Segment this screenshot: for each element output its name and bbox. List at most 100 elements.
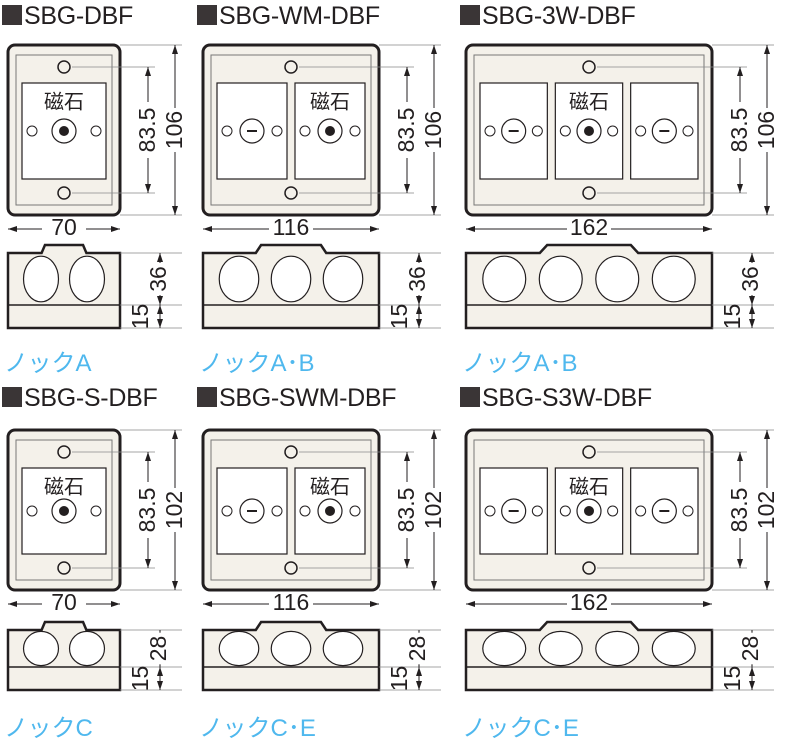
width-dimension-arrowhead bbox=[203, 226, 212, 232]
label-bg bbox=[42, 592, 86, 616]
top-screw-hole bbox=[582, 60, 596, 74]
height-dimension-arrowhead bbox=[764, 581, 770, 590]
screw-hole bbox=[484, 505, 496, 517]
pitch-dimension-arrowhead bbox=[145, 67, 151, 76]
width-dimension-arrowhead bbox=[370, 601, 379, 607]
screw-hole bbox=[635, 125, 647, 137]
depth-lower-value: 15 bbox=[719, 666, 745, 692]
pitch-dimension-arrowhead bbox=[145, 559, 151, 568]
screw-hole bbox=[26, 505, 38, 517]
box-inner-frame bbox=[210, 439, 372, 581]
screw-hole bbox=[607, 125, 619, 137]
flange-dimension-arrowhead bbox=[749, 681, 755, 690]
knockout bbox=[595, 255, 640, 303]
top-screw-hole bbox=[57, 60, 71, 74]
label-bg bbox=[138, 102, 158, 158]
flange-dimension-arrowhead bbox=[157, 667, 163, 676]
box-side-view bbox=[464, 243, 714, 330]
label-bg bbox=[567, 217, 611, 241]
screw-hole bbox=[682, 505, 694, 517]
magnet-icon bbox=[584, 126, 594, 136]
magnet-icon bbox=[584, 506, 594, 516]
screw-hole bbox=[90, 125, 102, 137]
knock-label: ノックA bbox=[4, 350, 92, 377]
box-top-view bbox=[6, 43, 122, 217]
flange-dimension-arrowhead bbox=[416, 681, 422, 690]
box-side-view bbox=[201, 620, 381, 692]
screw-hole bbox=[635, 505, 647, 517]
label-bg bbox=[269, 592, 313, 616]
magnet-label: 磁石 bbox=[569, 90, 609, 114]
box-inner-frame bbox=[473, 439, 705, 581]
pitch-dimension-arrowhead bbox=[737, 184, 743, 193]
bottom-screw-hole bbox=[284, 186, 298, 200]
pitch-dimension-arrowhead bbox=[404, 452, 410, 461]
label-bg bbox=[150, 632, 170, 665]
height-dimension-arrowhead bbox=[172, 45, 178, 54]
screw-hole bbox=[271, 505, 283, 517]
label-bg bbox=[742, 632, 762, 665]
width-value: 70 bbox=[51, 589, 77, 615]
knock-label: ノックC･E bbox=[462, 715, 579, 742]
knockout bbox=[538, 255, 583, 303]
square-bullet-icon bbox=[197, 387, 217, 407]
width-dimension-arrowhead bbox=[466, 601, 475, 607]
label-bg bbox=[165, 108, 185, 152]
height-dimension-arrowhead bbox=[431, 206, 437, 215]
flange-dimension-arrowhead bbox=[157, 681, 163, 690]
model-title: SBG-DBF bbox=[2, 2, 133, 31]
label-bg bbox=[42, 217, 86, 241]
model-title: SBG-SWM-DBF bbox=[197, 384, 397, 413]
width-dimension-arrowhead bbox=[8, 226, 17, 232]
flange-dimension-arrowhead bbox=[749, 667, 755, 676]
pitch-dimension-arrowhead bbox=[145, 184, 151, 193]
height-dimension-arrowhead bbox=[172, 206, 178, 215]
pitch-value: 83.5 bbox=[134, 488, 160, 533]
label-bg bbox=[424, 488, 444, 532]
height-value: 102 bbox=[161, 491, 187, 529]
height-dimension-arrowhead bbox=[172, 430, 178, 439]
width-dimension-arrowhead bbox=[703, 226, 712, 232]
depth-upper-value: 28 bbox=[737, 636, 763, 662]
knock-label: ノックC bbox=[4, 715, 93, 742]
screw-hole bbox=[531, 505, 543, 517]
model-name: SBG-SWM-DBF bbox=[219, 384, 397, 412]
screw-hole bbox=[349, 125, 361, 137]
flange-dimension-arrowhead bbox=[416, 667, 422, 676]
box-inner-frame bbox=[210, 54, 372, 206]
knock-label: ノックC･E bbox=[199, 715, 316, 742]
magnet-label: 磁石 bbox=[569, 475, 609, 499]
height-value: 106 bbox=[753, 111, 779, 149]
width-dimension-arrowhead bbox=[203, 601, 212, 607]
pitch-value: 83.5 bbox=[393, 108, 419, 153]
knockout bbox=[270, 630, 312, 667]
side-outline bbox=[464, 243, 714, 330]
screw-hole bbox=[221, 505, 233, 517]
pitch-dimension-arrowhead bbox=[404, 67, 410, 76]
screw-hole bbox=[271, 125, 283, 137]
model-title: SBG-S3W-DBF bbox=[460, 384, 652, 413]
flange-dimension-arrowhead bbox=[749, 319, 755, 328]
depth-dimension-arrowhead bbox=[416, 296, 422, 305]
box-inner-frame bbox=[15, 439, 113, 581]
height-value: 102 bbox=[420, 491, 446, 529]
screw-hole bbox=[299, 505, 311, 517]
top-screw-hole bbox=[284, 60, 298, 74]
square-bullet-icon bbox=[460, 5, 480, 25]
height-dimension-arrowhead bbox=[431, 45, 437, 54]
height-value: 102 bbox=[753, 491, 779, 529]
depth-lower-value: 15 bbox=[386, 304, 412, 330]
pitch-dimension-arrowhead bbox=[404, 184, 410, 193]
model-title: SBG-WM-DBF bbox=[197, 2, 380, 31]
model-name: SBG-S-DBF bbox=[24, 384, 158, 412]
magnet-icon bbox=[59, 126, 69, 136]
bottom-screw-hole bbox=[582, 561, 596, 575]
width-dimension-arrowhead bbox=[8, 601, 17, 607]
pitch-value: 83.5 bbox=[393, 488, 419, 533]
box-top-view bbox=[201, 43, 381, 217]
top-screw-hole bbox=[284, 445, 298, 459]
knockout bbox=[651, 630, 696, 667]
pitch-value: 83.5 bbox=[134, 108, 160, 153]
